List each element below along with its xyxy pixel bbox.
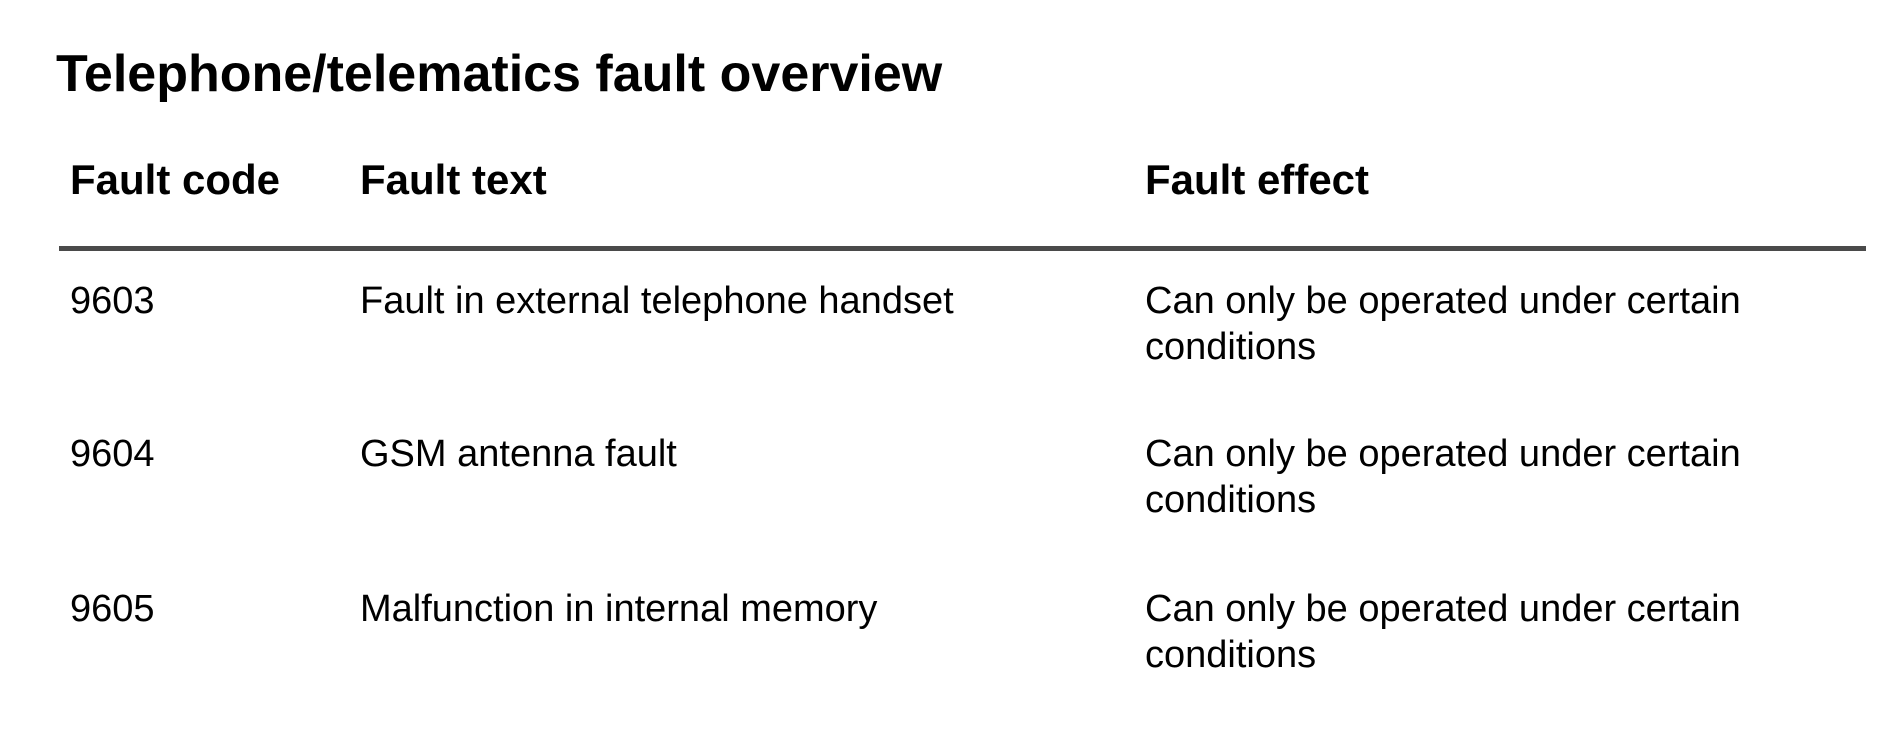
fault-effect-value: Can only be operated under certain condi… [1145,280,1741,368]
fault-text-value: Fault in external telephone handset [360,280,954,322]
table-row: 9604 GSM antenna fault Can only be opera… [70,431,1845,523]
table-header-row: Fault code Fault text Fault effect [70,159,1845,201]
header-divider-rule [59,246,1866,251]
table-row: 9605 Malfunction in internal memory Can … [70,586,1845,678]
fault-code-value: 9603 [70,280,155,322]
column-header-fault-text: Fault text [360,156,547,203]
fault-code-value: 9605 [70,588,155,630]
fault-text-value: GSM antenna fault [360,433,677,475]
fault-text-value: Malfunction in internal memory [360,588,878,630]
column-header-fault-effect: Fault effect [1145,156,1370,203]
fault-effect-value: Can only be operated under certain condi… [1145,588,1741,676]
column-header-fault-code: Fault code [70,156,281,203]
fault-code-value: 9604 [70,433,155,475]
page-title: Telephone/telematics fault overview [56,45,943,103]
table-row: 9603 Fault in external telephone handset… [70,278,1845,370]
fault-effect-value: Can only be operated under certain condi… [1145,433,1741,521]
